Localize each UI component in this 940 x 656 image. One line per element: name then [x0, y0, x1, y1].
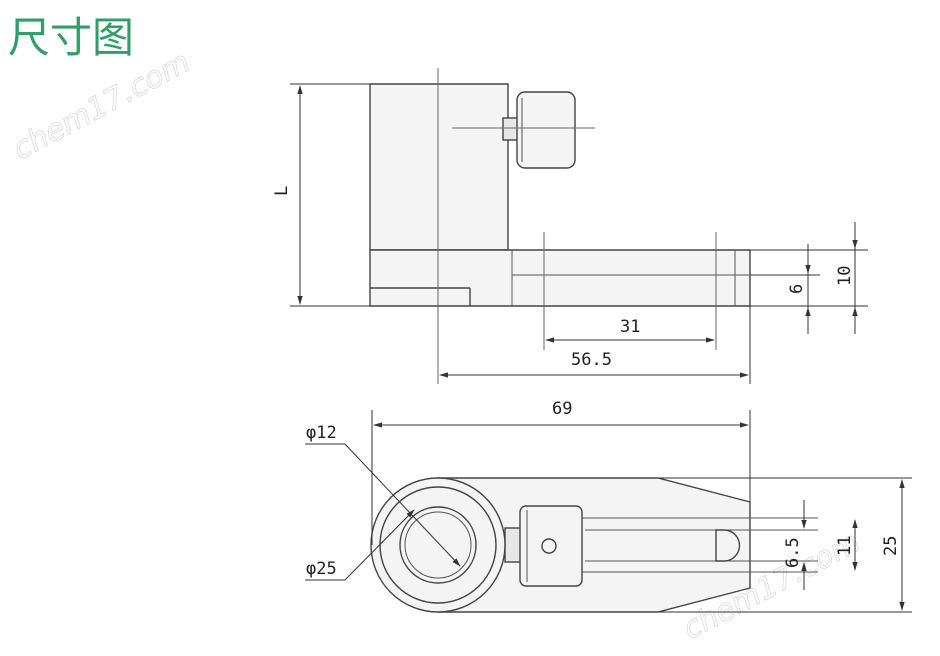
dim-total-length-label: 69: [552, 399, 572, 419]
dim-width-label: 25: [881, 536, 901, 556]
lock-knob: [516, 91, 576, 169]
dim-slot-offset-label: 56.5: [571, 350, 612, 370]
top-view: 69 φ12 φ25 6.5 11 25: [305, 399, 912, 613]
cylinder-body: [369, 83, 509, 251]
slot-end-rounded: [715, 529, 741, 562]
dim-inner-diameter-label: φ12: [306, 423, 337, 443]
dim-height-label: L: [272, 186, 292, 196]
dim-slot-width-inner-label: 6.5: [783, 537, 803, 568]
lock-knob-top: [519, 505, 583, 587]
side-view: L 10 6 31 56.5: [272, 68, 868, 384]
base-plate: [369, 249, 751, 307]
leader-phi12: [344, 443, 461, 567]
dim-base-thickness-label: 10: [835, 266, 855, 286]
inner-bore: [399, 506, 477, 584]
dim-slot-height-label: 6: [787, 284, 807, 294]
inner-bore-chamfer: [404, 511, 472, 579]
dim-slot-length-label: 31: [620, 317, 640, 337]
leader-phi25: [344, 509, 415, 581]
outer-ring: [370, 477, 506, 613]
page-title: 尺寸图: [8, 13, 134, 62]
watermark-top-left: chem17.com: [7, 45, 196, 167]
dim-outer-diameter-label: φ25: [306, 559, 337, 579]
dim-slot-width-outer-label: 11: [835, 536, 855, 556]
knob-hole: [541, 538, 557, 554]
